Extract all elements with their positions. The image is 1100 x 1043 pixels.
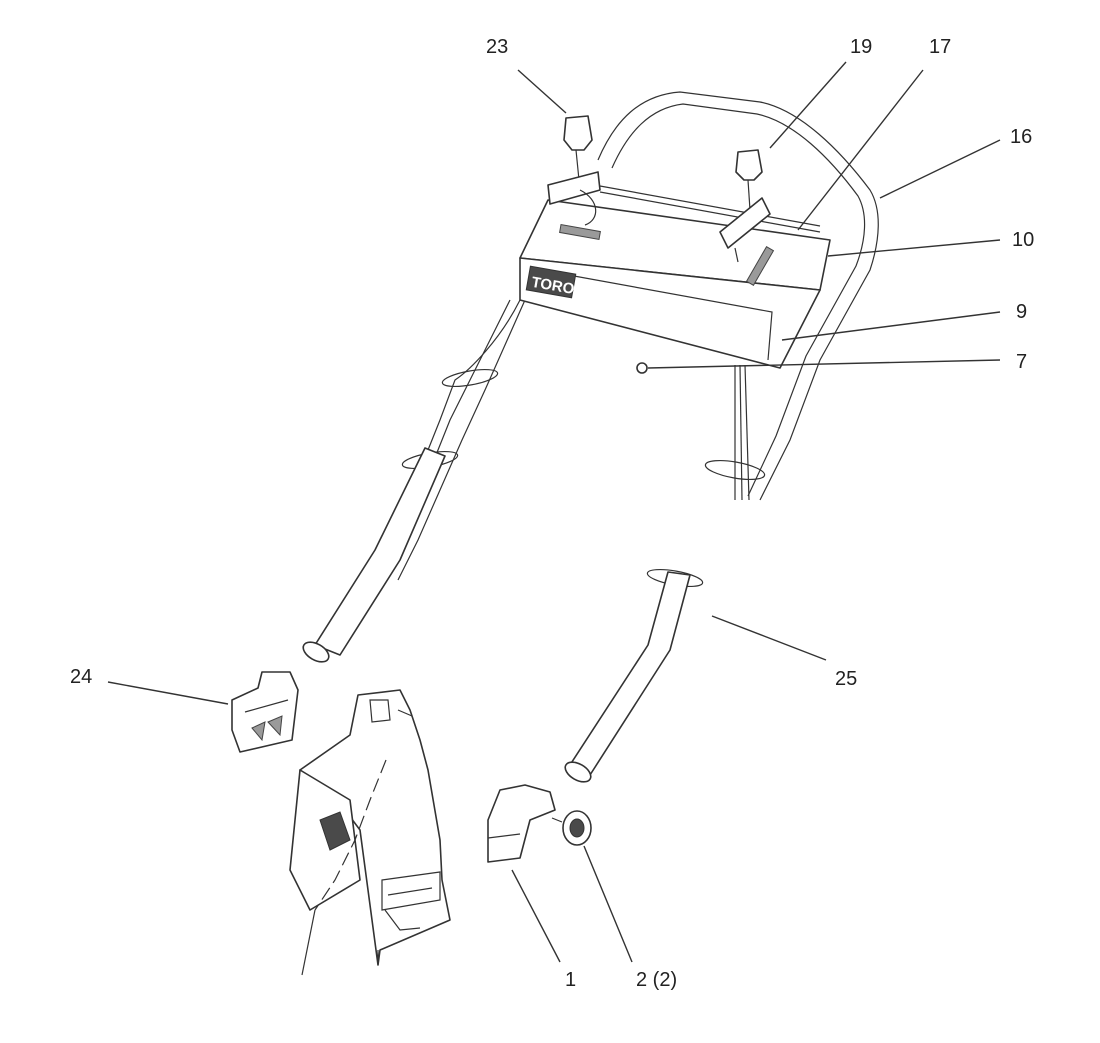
- right-handle-bracket: [487, 784, 556, 863]
- control-cables: [384, 299, 750, 576]
- control-panel: TORO: [519, 185, 831, 369]
- callout-10: 10: [1012, 229, 1035, 251]
- callout-24: 24: [70, 666, 93, 688]
- left-shift-lever: [547, 115, 601, 226]
- callout-9: 9: [1016, 301, 1028, 323]
- deck-housing: [289, 689, 451, 976]
- left-lower-handle: [302, 447, 446, 663]
- right-shift-lever: [719, 149, 771, 263]
- callout-19: 19: [850, 36, 873, 58]
- leader-lines: [107, 61, 1001, 963]
- upper-handle: [389, 91, 879, 581]
- handle-knob: [551, 810, 592, 846]
- callout-25: 25: [835, 668, 858, 690]
- callout-7: 7: [1016, 351, 1028, 373]
- right-lower-handle: [564, 571, 691, 783]
- nut: [636, 362, 648, 374]
- callout-16: 16: [1010, 126, 1033, 148]
- cable-clips: [401, 368, 766, 588]
- left-handle-bracket: [231, 671, 299, 753]
- callout-23: 23: [486, 36, 509, 58]
- callout-2: 2 (2): [636, 969, 678, 991]
- callout-1: 1: [565, 969, 577, 991]
- callout-17: 17: [929, 36, 952, 58]
